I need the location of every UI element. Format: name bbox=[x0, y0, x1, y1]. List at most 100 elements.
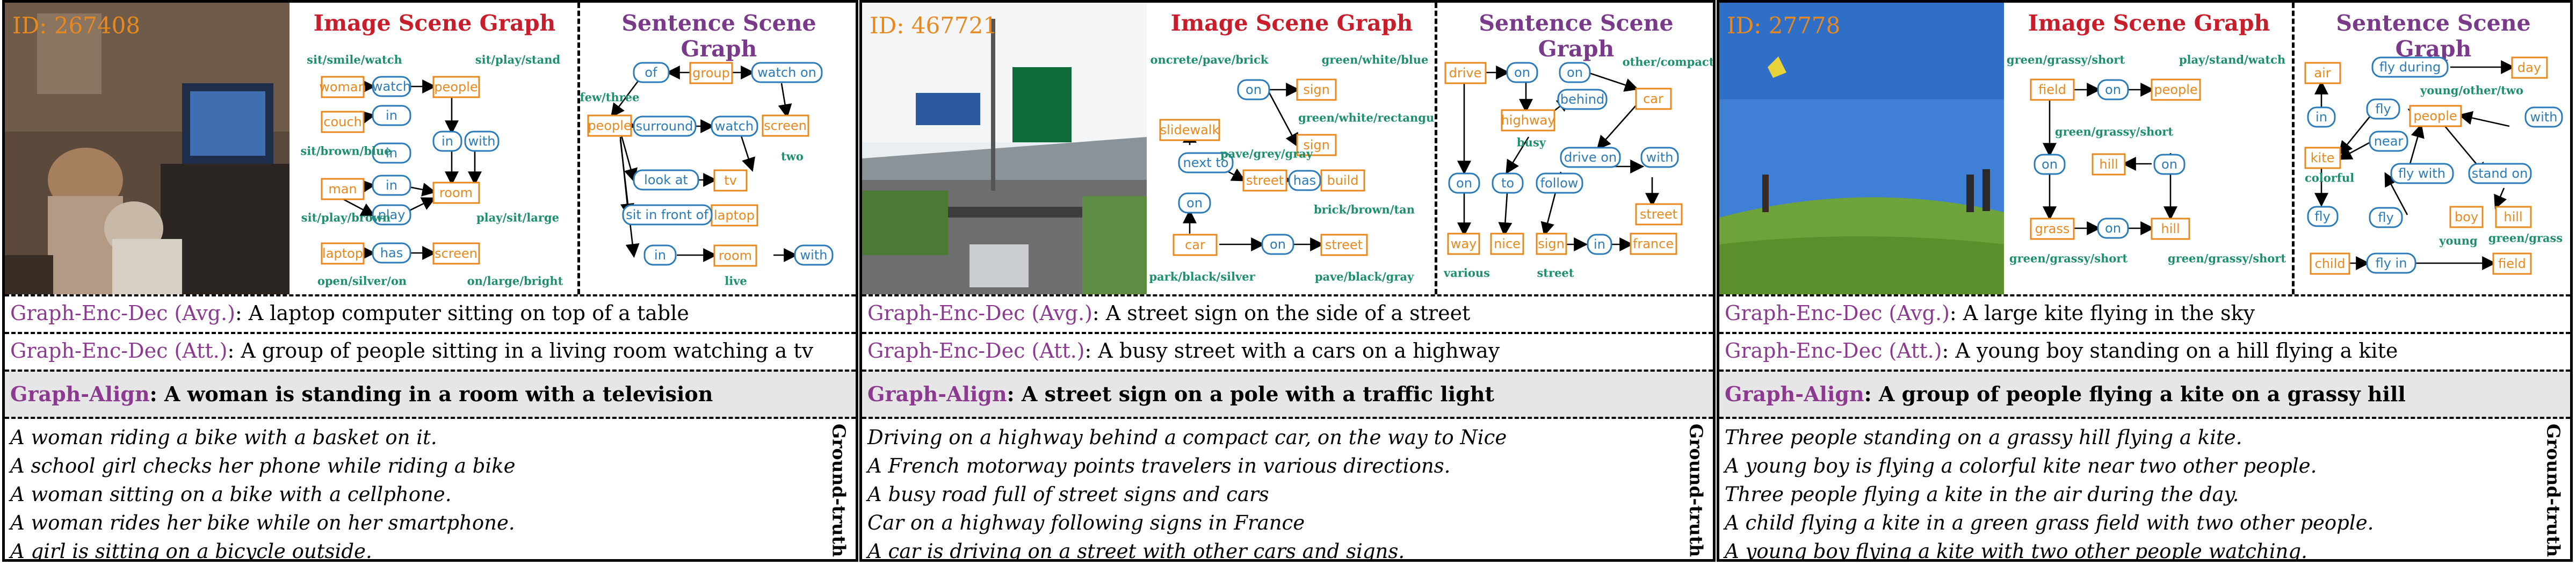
node-boy bbox=[2449, 206, 2484, 228]
ground-truth-block: A woman riding a bike with a basket on i… bbox=[5, 419, 856, 559]
object-nodes: air day people kite boy hill child bbox=[2304, 56, 2548, 275]
label-kite: kite bbox=[2311, 150, 2335, 165]
label-street-2: street bbox=[1325, 237, 1363, 252]
node-rel-watch-on bbox=[751, 62, 823, 83]
ground-truth-list: A woman riding a bike with a basket on i… bbox=[10, 423, 516, 559]
model-name-att: Graph-Enc-Dec (Att.) bbox=[10, 339, 228, 363]
node-rel-fly-during bbox=[2371, 56, 2449, 78]
gt-line: Driving on a highway behind a compact ca… bbox=[867, 426, 1507, 449]
image-scene-graph: Image Scene Graph bbox=[1149, 3, 1434, 294]
label-grass: grass bbox=[2035, 221, 2070, 236]
caption-avg: Graph-Enc-Dec (Avg.): A street sign on t… bbox=[862, 294, 1713, 332]
attr-woman: sit/smile/watch bbox=[307, 53, 402, 67]
label-rel-on-1: on bbox=[1514, 65, 1530, 80]
node-day bbox=[2511, 56, 2548, 79]
label-rel-follow: follow bbox=[1540, 176, 1579, 191]
node-rel-drive-on bbox=[1560, 147, 1621, 168]
node-rel-has bbox=[1288, 170, 1321, 191]
attribute-labels: few/three two live bbox=[580, 91, 804, 288]
sentence-scene-graph: Sentence Scene Graph bbox=[2292, 3, 2570, 294]
label-rel-watch: watch bbox=[715, 119, 754, 134]
object-nodes: group people screen tv laptop room bbox=[587, 62, 809, 267]
panel-3: ID: 27778 Image Scene Graph bbox=[1717, 0, 2573, 562]
label-rel-on-3: on bbox=[1270, 237, 1286, 252]
label-slidewalk: slidewalk bbox=[1160, 122, 1220, 137]
caption-text-avg: A laptop computer sitting on top of a ta… bbox=[248, 301, 689, 325]
attr-street-1: pave/grey/gray bbox=[1220, 147, 1313, 161]
node-street-2 bbox=[1320, 234, 1368, 256]
attr-people: few/three bbox=[580, 91, 639, 104]
node-car bbox=[1173, 234, 1218, 256]
label-child: child bbox=[2315, 256, 2346, 271]
node-woman bbox=[321, 76, 365, 98]
gt-line: A young boy flying a kite with two other… bbox=[1725, 540, 2307, 562]
gt-line: A woman sitting on a bike with a cellpho… bbox=[10, 483, 452, 506]
label-rel-on-3: on bbox=[2161, 157, 2177, 172]
node-couch bbox=[321, 111, 365, 133]
label-field: field bbox=[2498, 256, 2526, 271]
label-room: room bbox=[439, 185, 473, 200]
node-screen bbox=[432, 242, 480, 265]
label-rel-in-3: in bbox=[442, 134, 453, 149]
relation-nodes: on on behind on to follow drive on bbox=[1448, 62, 1679, 255]
attr-sign-2: green/white/rectangular bbox=[1298, 111, 1434, 125]
label-hill: hill bbox=[2503, 209, 2522, 224]
label-rel-sit-in-front-of: sit in front of bbox=[626, 207, 708, 222]
photo-living-room: ID: 267408 bbox=[5, 3, 290, 294]
label-rel-in: in bbox=[654, 248, 666, 263]
ground-truth-list: Three people standing on a grassy hill f… bbox=[1725, 423, 2374, 562]
node-rel-play bbox=[372, 204, 411, 226]
node-room bbox=[713, 244, 757, 267]
node-rel-fly-in bbox=[2366, 252, 2416, 274]
attr-field: green/grassy/short bbox=[2007, 53, 2125, 67]
node-man bbox=[321, 178, 365, 200]
label-rel-look-at: look at bbox=[644, 172, 688, 187]
label-rel-drive-on: drive on bbox=[1564, 150, 1617, 165]
label-rel-on-4: on bbox=[2105, 221, 2121, 236]
label-rel-near: near bbox=[2374, 134, 2404, 149]
sentence-graph-title: Sentence Scene Graph bbox=[621, 10, 816, 62]
model-name-align: Graph-Align bbox=[867, 382, 1007, 406]
label-rel-on-2: on bbox=[2042, 157, 2058, 172]
gt-line: A woman rides her bike while on her smar… bbox=[10, 511, 515, 534]
gt-line: Three people flying a kite in the air du… bbox=[1725, 483, 2239, 506]
node-people bbox=[587, 114, 632, 137]
attr-people: play/stand/watch bbox=[2179, 53, 2285, 67]
attr-screen: two bbox=[781, 150, 804, 163]
label-drive: drive bbox=[1449, 66, 1482, 81]
caption-text-avg: A street sign on the side of a street bbox=[1105, 301, 1471, 325]
sentence-graph-title: Sentence Scene Graph bbox=[1479, 10, 1674, 62]
node-hill-1 bbox=[2092, 153, 2126, 176]
caption-att: Graph-Enc-Dec (Att.): A young boy standi… bbox=[1719, 332, 2570, 370]
ground-truth-label: Ground-truth bbox=[1685, 423, 1707, 557]
label-man: man bbox=[328, 182, 357, 197]
label-rel-of: of bbox=[645, 65, 657, 80]
node-rel-fly-3 bbox=[2369, 207, 2403, 228]
node-screen bbox=[762, 114, 809, 137]
caption-align: Graph-Align: A street sign on a pole wit… bbox=[862, 370, 1713, 419]
attr-room: play/sit/large bbox=[476, 211, 559, 224]
node-tv bbox=[713, 169, 748, 192]
sentence-scene-graph: Sentence Scene Graph bbox=[1435, 3, 1713, 294]
attr-screen: on/large/bright bbox=[467, 274, 563, 288]
node-air bbox=[2304, 62, 2341, 84]
label-rel-with: with bbox=[2530, 110, 2558, 125]
node-sign-1 bbox=[1296, 78, 1337, 101]
attr-highway: busy bbox=[1517, 136, 1546, 149]
label-rel-fly-during: fly during bbox=[2379, 60, 2441, 75]
relation-nodes: watch in in play has in with bbox=[372, 76, 500, 264]
label-rel-fly-3: fly bbox=[2378, 210, 2393, 225]
node-hill-2 bbox=[2151, 218, 2190, 240]
label-nice: nice bbox=[1494, 236, 1521, 251]
node-room bbox=[432, 182, 480, 204]
caption-att: Graph-Enc-Dec (Att.): A group of people … bbox=[5, 332, 856, 370]
node-rel-on-4 bbox=[2097, 218, 2129, 239]
label-rel-watch: watch bbox=[372, 79, 411, 94]
caption-text-avg: A large kite flying in the sky bbox=[1963, 301, 2255, 325]
label-air: air bbox=[2314, 66, 2331, 81]
model-name-att: Graph-Enc-Dec (Att.) bbox=[867, 339, 1085, 363]
node-laptop bbox=[321, 242, 365, 265]
node-rel-to bbox=[1492, 172, 1524, 194]
node-rel-on-2 bbox=[1559, 62, 1591, 83]
label-sign: sign bbox=[1538, 236, 1565, 251]
